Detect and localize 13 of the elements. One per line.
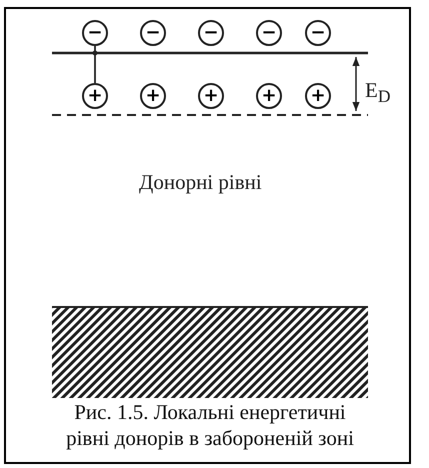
donor-ion-circle: +: [198, 83, 224, 109]
electron-circle: −: [82, 20, 108, 46]
donor-ion-circle: +: [140, 83, 166, 109]
electron-circle: −: [198, 20, 224, 46]
electron-circle: −: [305, 20, 331, 46]
level-label: Донорні рівні: [139, 170, 262, 195]
donor-ion-circle: +: [82, 83, 108, 109]
donor-ion-circle: +: [256, 83, 282, 109]
electron-circle: −: [140, 20, 166, 46]
energy-symbol: E$_{D}$: [365, 78, 390, 108]
electron-circle: −: [256, 20, 282, 46]
figure-caption: Рис. 1.5. Локальні енергетичні рівні донорів в забороненій зоні: [65, 399, 355, 451]
donor-ion-circle: +: [305, 83, 331, 109]
